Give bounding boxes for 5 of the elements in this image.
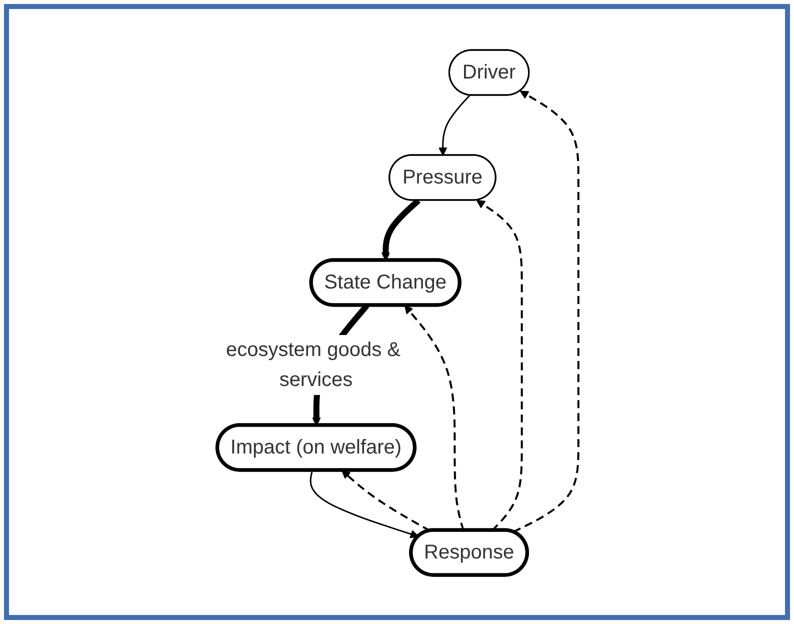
arrow	[404, 304, 464, 530]
arrow	[512, 90, 580, 532]
edge-label: ecosystem goods & services	[226, 338, 400, 390]
arrow	[310, 470, 419, 538]
arrow	[438, 94, 470, 156]
